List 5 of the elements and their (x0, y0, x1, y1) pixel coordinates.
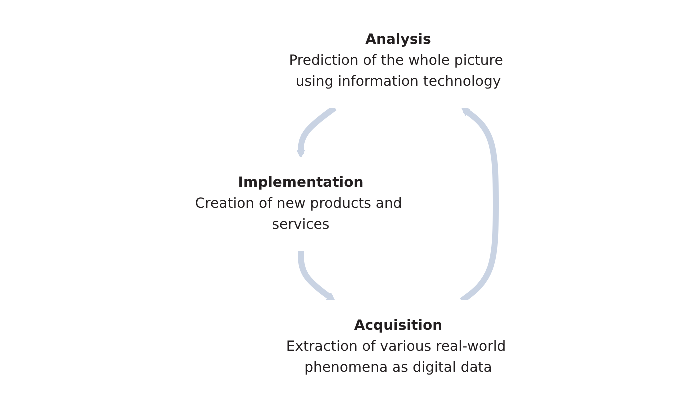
node-text: Analysis Prediction of the whole picture using information technology (289, 32, 504, 90)
node-text: Implementation Creation of new products and services (196, 174, 402, 232)
arrow (298, 250, 336, 301)
arrow (460, 107, 500, 303)
node-text: Acquisition Extraction of various real-world phenomena as digital data (286, 318, 506, 376)
